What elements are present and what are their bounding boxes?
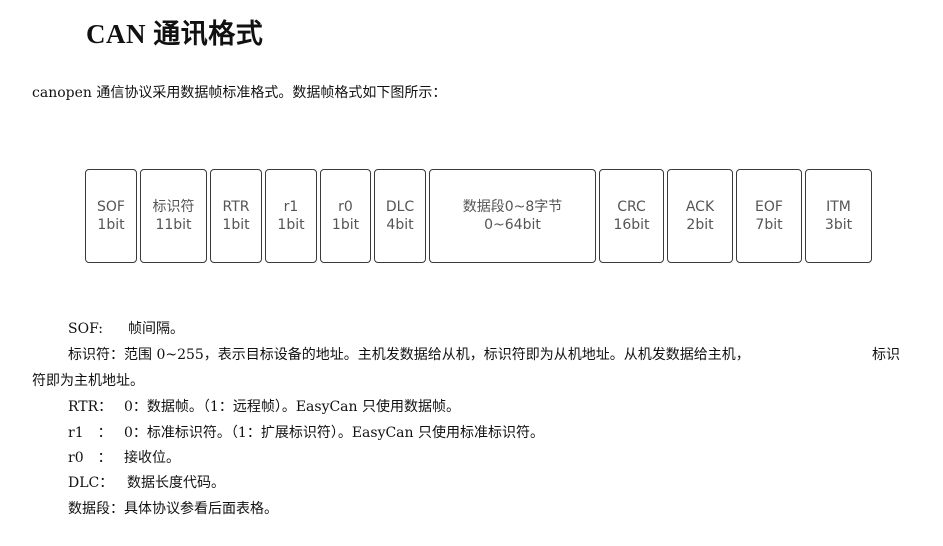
field-name: 标识符 <box>152 199 195 215</box>
frame-field-dlc: DLC 4bit <box>374 169 426 263</box>
field-bits: 2bit <box>686 217 714 233</box>
def-identifier-line1-tail: 标识 <box>872 347 900 363</box>
def-sof: SOF: 帧间隔。 <box>68 318 184 338</box>
def-dlc: DLC： 数据长度代码。 <box>68 472 225 492</box>
frame-field-eof: EOF 7bit <box>736 169 802 263</box>
def-r0: r0 ： 接收位。 <box>68 447 180 467</box>
frame-field-data: 数据段0~8字节 0~64bit <box>429 169 596 263</box>
def-desc: 数据长度代码。 <box>127 475 225 491</box>
def-desc: 接收位。 <box>124 450 180 466</box>
def-term: RTR： <box>68 399 113 415</box>
frame-field-r0: r0 1bit <box>320 169 371 263</box>
frame-field-identifier: 标识符 11bit <box>140 169 207 263</box>
field-name: ITM <box>826 199 851 215</box>
def-desc: 帧间隔。 <box>128 321 184 337</box>
field-name: ACK <box>685 199 715 215</box>
field-bits: 1bit <box>331 217 360 233</box>
def-identifier-line2: 符即为主机地址。 <box>32 373 144 389</box>
field-bits: 7bit <box>755 217 783 233</box>
def-desc: 0：数据帧。（1：远程帧）。EasyCan 只使用数据帧。 <box>124 399 460 415</box>
field-name: 数据段0~8字节 <box>462 199 563 215</box>
frame-field-itm: ITM 3bit <box>805 169 872 263</box>
intro-paragraph: canopen 通信协议采用数据帧标准格式。数据帧格式如下图所示： <box>32 85 447 101</box>
field-name: DLC <box>385 199 415 215</box>
field-name: r1 <box>283 199 299 215</box>
def-data-segment: 数据段：具体协议参看后面表格。 <box>68 501 278 517</box>
field-bits: 1bit <box>222 217 250 233</box>
field-name: RTR <box>222 199 250 215</box>
field-name: EOF <box>755 199 783 215</box>
can-frame-diagram: SOF 1bit 标识符 11bit RTR 1bit r1 1bit r0 1… <box>85 169 872 263</box>
frame-field-ack: ACK 2bit <box>667 169 733 263</box>
field-name: r0 <box>338 199 353 215</box>
field-bits: 1bit <box>97 217 125 233</box>
def-term: r0 ： <box>68 450 112 466</box>
def-term: DLC： <box>68 475 114 491</box>
page-title: CAN 通讯格式 <box>86 19 264 49</box>
field-bits: 11bit <box>155 217 192 233</box>
def-term: r1 ： <box>68 425 112 441</box>
field-bits: 1bit <box>277 217 305 233</box>
frame-field-rtr: RTR 1bit <box>210 169 262 263</box>
field-bits: 16bit <box>613 217 650 233</box>
def-r1: r1 ： 0：标准标识符。（1：扩展标识符）。EasyCan 只使用标准标识符。 <box>68 422 544 442</box>
frame-field-r1: r1 1bit <box>265 169 317 263</box>
field-bits: 4bit <box>386 217 414 233</box>
field-bits: 0~64bit <box>484 217 541 233</box>
def-term: SOF: <box>68 321 103 337</box>
frame-field-sof: SOF 1bit <box>85 169 137 263</box>
frame-field-crc: CRC 16bit <box>599 169 664 263</box>
def-identifier-line1: 标识符：范围 0~255，表示目标设备的地址。主机发数据给从机，标识符即为从机地… <box>68 347 750 363</box>
field-name: SOF <box>97 199 125 215</box>
def-rtr: RTR： 0：数据帧。（1：远程帧）。EasyCan 只使用数据帧。 <box>68 396 460 416</box>
def-desc: 0：标准标识符。（1：扩展标识符）。EasyCan 只使用标准标识符。 <box>124 425 544 441</box>
field-bits: 3bit <box>824 217 853 233</box>
field-name: CRC <box>617 199 646 215</box>
